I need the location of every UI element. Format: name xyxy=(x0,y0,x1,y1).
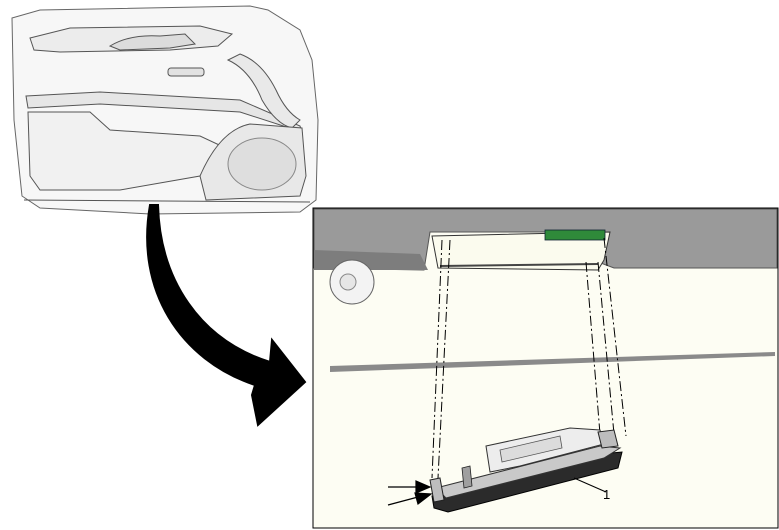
door-handle-bezel xyxy=(429,427,623,513)
speaker-mesh xyxy=(227,137,297,191)
alignment-lines xyxy=(431,237,627,479)
callout-leader xyxy=(573,477,607,493)
round-boss-center xyxy=(339,273,357,291)
detail-inset: 1 xyxy=(312,207,779,529)
trim-seam xyxy=(330,352,775,372)
bezel-housing-detail xyxy=(499,435,563,463)
bezel-tab-left xyxy=(429,477,445,503)
callout-label: 1 xyxy=(603,487,610,502)
inner-handle-recess xyxy=(108,33,197,51)
lower-trim-line xyxy=(23,199,311,203)
green-connector xyxy=(544,229,606,241)
door-trim-panel xyxy=(11,5,319,215)
push-arrow-icon xyxy=(387,480,433,506)
switch-pack xyxy=(167,67,205,77)
opening-lower-edge xyxy=(439,263,599,267)
pull-handle xyxy=(226,53,301,129)
bezel-tab-right xyxy=(597,429,619,449)
bezel-clip xyxy=(461,465,473,489)
curved-arrow-icon xyxy=(146,204,307,427)
bezel-tray xyxy=(435,445,622,499)
